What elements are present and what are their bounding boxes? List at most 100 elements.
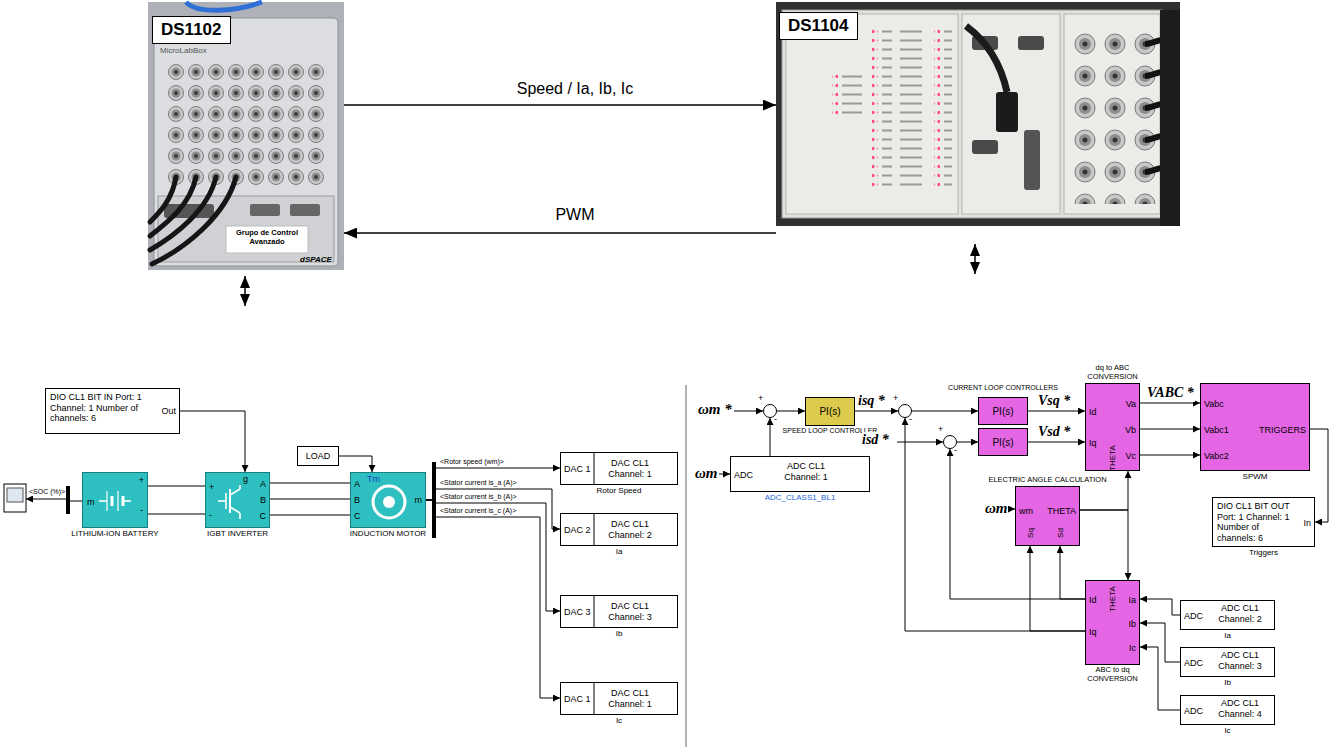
signal-wire bbox=[1030, 546, 1085, 631]
transform-block: dq to ABC CONVERSIONIdIqTHETAVaVbVc bbox=[1085, 383, 1140, 471]
hardware-label: DS1104 bbox=[779, 12, 858, 40]
signal-wire bbox=[719, 474, 730, 475]
signal-wire bbox=[734, 411, 763, 412]
signal-wire bbox=[1140, 599, 1180, 615]
sticker bbox=[226, 226, 308, 253]
ds1104-photo bbox=[776, 2, 1180, 226]
bnc-connector-grid bbox=[166, 62, 326, 188]
block-text: LOAD bbox=[306, 451, 331, 462]
icon-stroke bbox=[117, 491, 118, 511]
block-text: ADC bbox=[734, 470, 753, 481]
signal-wire bbox=[950, 449, 1085, 599]
signal-name: ωm bbox=[985, 500, 1008, 518]
block-text: m bbox=[415, 495, 423, 506]
photo-ground bbox=[776, 2, 1180, 226]
block-icon bbox=[351, 473, 425, 527]
signal-wire bbox=[1060, 546, 1085, 599]
icon-stroke bbox=[373, 486, 405, 518]
block-caption: ABC to dq CONVERSION bbox=[1073, 666, 1153, 684]
block-text: ADC bbox=[1184, 658, 1203, 669]
signal-wire bbox=[148, 514, 205, 515]
sub-d-connector bbox=[972, 140, 998, 154]
hardware-photo: DS1104 bbox=[776, 2, 1180, 238]
block-text: wm bbox=[1019, 506, 1033, 517]
icon-stroke bbox=[594, 683, 595, 714]
block-text: - bbox=[909, 414, 912, 425]
signal-wire bbox=[1140, 455, 1200, 456]
led-column bbox=[832, 74, 838, 119]
sub-d-connector bbox=[1018, 36, 1044, 50]
block-text: PI(s) bbox=[819, 406, 840, 418]
block-text: ADC CL1 Channel: 1 bbox=[776, 461, 836, 482]
photo-ground bbox=[148, 2, 344, 270]
panel-print bbox=[882, 26, 928, 188]
rack-panel bbox=[962, 14, 1060, 214]
block-text: Vb bbox=[1125, 425, 1136, 436]
icon-stroke bbox=[239, 485, 241, 489]
edge-label: VABC * bbox=[1146, 385, 1195, 402]
block-text: m bbox=[87, 497, 95, 508]
signal-name: ωm bbox=[695, 465, 718, 483]
signal-wire bbox=[1028, 442, 1085, 443]
block-text: ADC CL1 Channel: 3 bbox=[1211, 650, 1269, 671]
edge-label: Vsq * bbox=[1037, 393, 1071, 410]
block-text: A bbox=[260, 479, 266, 490]
block-text: DIO CL1 BIT IN Port: 1 Channel: 1 Number… bbox=[50, 392, 155, 424]
icon-stroke bbox=[229, 489, 231, 513]
signal-wire bbox=[1140, 429, 1200, 430]
connector-group bbox=[148, 105, 1328, 710]
block-text: B bbox=[354, 495, 360, 506]
bus-selector bbox=[66, 486, 70, 514]
icon-stroke bbox=[594, 514, 595, 545]
signal-wire bbox=[905, 418, 1085, 631]
icon-stroke bbox=[594, 596, 595, 627]
block-caption: CURRENT LOOP CONTROLLERS bbox=[948, 384, 1058, 392]
block-text: Vc bbox=[1125, 451, 1136, 462]
block-text: ADC bbox=[1184, 611, 1203, 622]
icon-stroke bbox=[111, 496, 114, 506]
cable bbox=[186, 2, 262, 10]
motor-block: INDUCTION MOTORTmABCm bbox=[350, 472, 426, 528]
sum-junction: +- bbox=[763, 404, 777, 418]
block-text: Tm bbox=[367, 474, 380, 485]
block-caption: INDUCTION MOTOR bbox=[350, 529, 426, 538]
cable bbox=[150, 177, 196, 236]
block-text: Iq bbox=[1089, 438, 1097, 449]
spwm-block: VabcVabc1Vabc2TRIGGERSSPWM bbox=[1200, 383, 1310, 471]
adc-block: ADCADC CL1 Channel: 2Ia bbox=[1180, 600, 1275, 630]
block-text: Va bbox=[1126, 399, 1136, 410]
device-brand: dSPACE bbox=[300, 255, 332, 264]
edge-label: <Stator current is_b (A)> bbox=[439, 493, 518, 501]
cable bbox=[152, 177, 236, 264]
icon-stroke bbox=[218, 500, 226, 502]
block-text: PI(s) bbox=[992, 437, 1013, 449]
data-link-arrow bbox=[344, 232, 776, 233]
block-caption: dq to ABC CONVERSION bbox=[1073, 364, 1153, 382]
port-label: Sq bbox=[1026, 528, 1035, 538]
bnc-connector-grid bbox=[1070, 28, 1160, 204]
icon-stroke bbox=[239, 513, 241, 519]
block-text: Id bbox=[1089, 407, 1097, 418]
signal-wire bbox=[26, 499, 66, 500]
block-text: In bbox=[1303, 518, 1311, 529]
icon-stroke bbox=[123, 500, 131, 502]
sub-d-connector bbox=[290, 204, 320, 216]
rack-face bbox=[782, 10, 1162, 218]
signal-wire bbox=[426, 500, 560, 698]
icon-stroke bbox=[594, 453, 595, 484]
sum-junction: +- bbox=[898, 404, 912, 418]
led-column bbox=[872, 26, 878, 188]
block-text: + bbox=[209, 482, 214, 493]
block-text: Vabc1 bbox=[1204, 425, 1229, 436]
separator-line bbox=[686, 385, 687, 747]
signal-wire bbox=[855, 411, 898, 412]
block-caption: LITHIUM-ION BATTERY bbox=[71, 529, 158, 538]
block-text: + bbox=[758, 393, 763, 404]
signal-wire bbox=[1080, 510, 1128, 580]
pi-controller: CURRENT LOOP CONTROLLERSPI(s) bbox=[978, 397, 1028, 425]
signal-name: <SOC (%)> bbox=[29, 488, 65, 496]
block-text: Id bbox=[1089, 595, 1097, 606]
rack-panel bbox=[786, 14, 958, 214]
signal-wire bbox=[897, 442, 943, 443]
signal-wire bbox=[1007, 509, 1015, 510]
